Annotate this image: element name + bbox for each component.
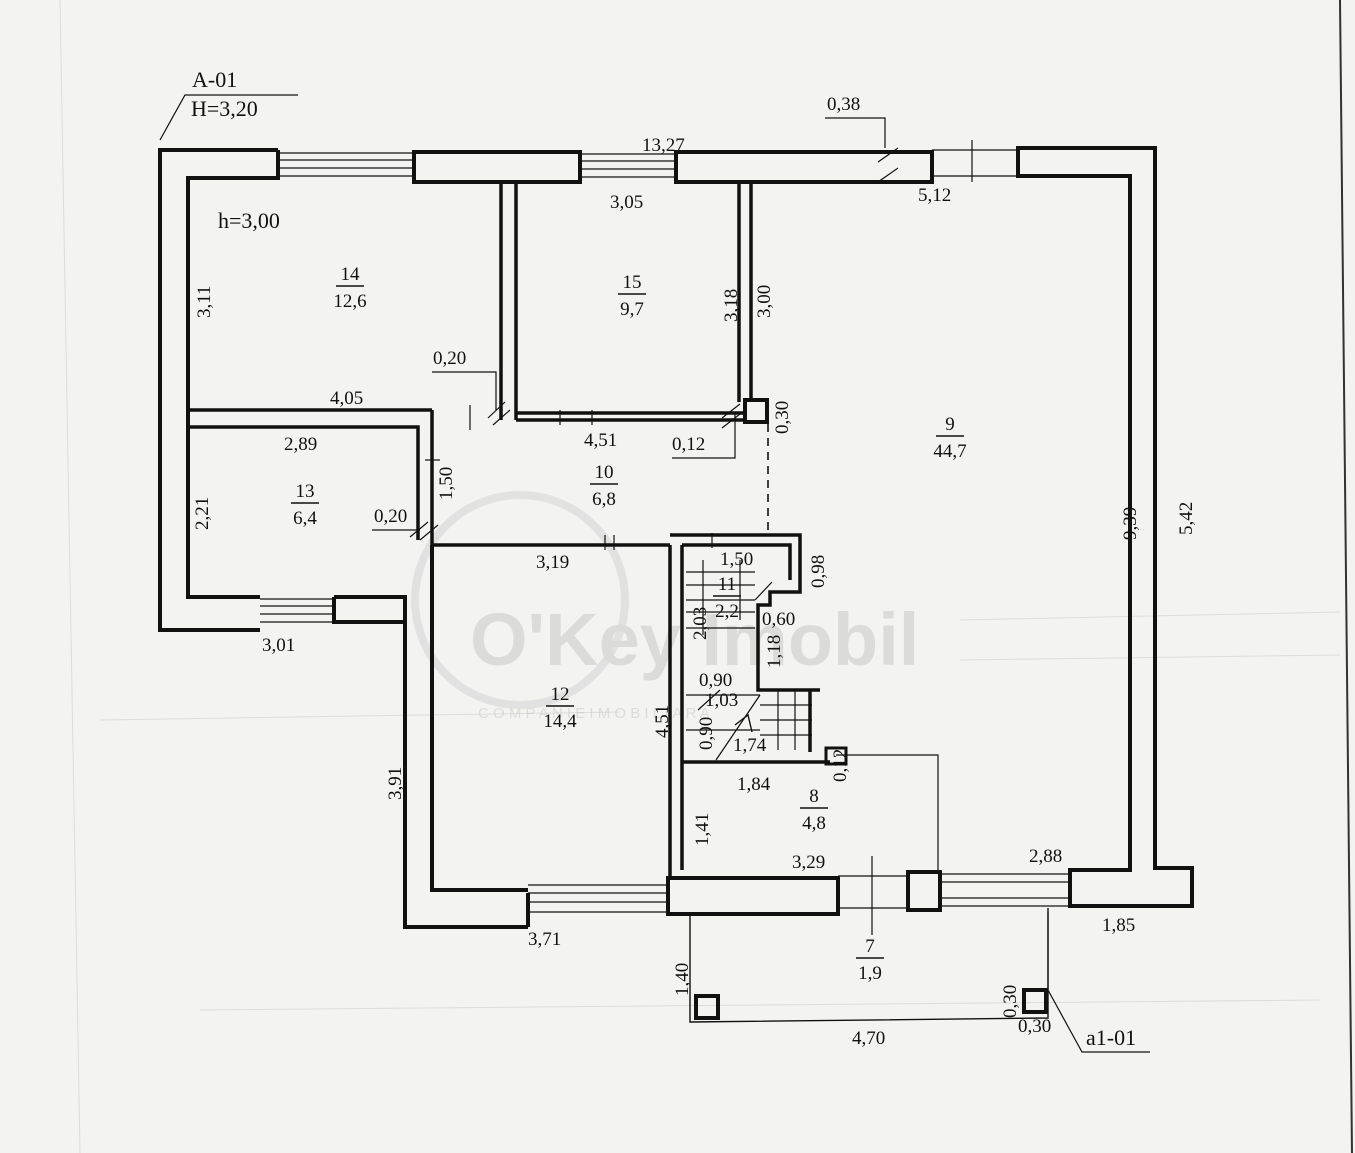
dimension-label: 4,51 [652, 705, 673, 738]
room-13-number: 13 [296, 481, 315, 502]
dimension-label: 1,74 [733, 735, 767, 756]
dimension-label: 1,03 [705, 690, 738, 711]
dimension-label: 2,88 [1029, 846, 1062, 867]
dimension-label: 3,29 [792, 852, 825, 873]
porch-tag-label: a1-01 [1086, 1025, 1136, 1050]
room-14-area: 12,6 [333, 291, 366, 312]
dimension-label: 2,89 [284, 434, 317, 455]
room-8-label: 84,8 [800, 786, 828, 834]
room-11-area: 2,2 [715, 601, 739, 622]
interior-walls [188, 182, 848, 878]
dimension-label: 0,12 [672, 434, 705, 455]
room-height-label: h=3,00 [218, 208, 280, 233]
dimension-label: 4,70 [852, 1028, 885, 1049]
room-10-label: 106,8 [590, 462, 618, 510]
room-7-number: 7 [865, 936, 875, 957]
dimension-label: 1,50 [436, 467, 457, 500]
dashed-lines [767, 424, 939, 870]
room-12-area: 14,4 [543, 711, 577, 732]
dimension-label: 1,18 [764, 635, 785, 668]
room-10-number: 10 [595, 462, 614, 483]
dimension-label: 3,01 [262, 635, 295, 656]
dimension-label: 0,30 [772, 401, 793, 434]
dimension-label: 3,71 [528, 929, 561, 950]
dimension-label: 0,38 [827, 94, 860, 115]
room-11-label: 112,2 [713, 574, 741, 622]
room-8-number: 8 [809, 786, 819, 807]
block-height-label: H=3,20 [191, 96, 258, 121]
room-10-area: 6,8 [592, 489, 616, 510]
dimension-label: 2,03 [690, 607, 711, 640]
paper-guides [59, 0, 1353, 1153]
dimension-label: 1,50 [720, 549, 753, 570]
dimension-lines [159, 94, 1150, 1053]
room-7-label: 71,9 [856, 936, 884, 984]
dimension-label: 0,12 [830, 749, 851, 782]
staircase [686, 560, 812, 761]
outer-walls [158, 146, 1194, 929]
block-label: A-01 [192, 67, 237, 92]
room-14-label: 14 12,6 [333, 264, 366, 312]
room-15-area: 9,7 [620, 299, 644, 320]
dimension-label: 5,42 [1176, 502, 1197, 535]
dimension-label: 3,11 [194, 285, 215, 318]
dimension-label: 0,90 [696, 717, 717, 750]
dimension-label: 3,05 [610, 192, 643, 213]
room-9-label: 944,7 [933, 414, 966, 462]
dimension-label: 4,05 [330, 388, 363, 409]
watermark: O'Key Imobil C O M P A N I E I M O B I L… [411, 491, 919, 722]
dimension-label: 0,30 [1000, 985, 1021, 1018]
room-15-number: 15 [623, 272, 642, 293]
dimension-label: 0,60 [762, 609, 795, 630]
room-9-area: 44,7 [933, 441, 966, 462]
dimension-label: 5,12 [918, 185, 951, 206]
dimension-labels: 13,27 3,05 5,12 0,38 3,11 3,18 3,00 0,20 4,05 0,3… [192, 94, 1197, 1049]
room-13-area: 6,4 [293, 508, 317, 529]
room-11-number: 11 [718, 574, 736, 595]
plan-labels: A-01 H=3,20 h=3,00 a1-01 [191, 67, 1136, 1050]
dimension-label: 0,98 [808, 555, 829, 588]
room-12-number: 12 [551, 684, 570, 705]
dimension-label: 1,84 [737, 774, 771, 795]
windows [260, 149, 1070, 913]
room-14-number: 14 [341, 264, 361, 285]
dimension-label: 0,20 [433, 348, 466, 369]
dimension-label: 13,27 [642, 135, 685, 156]
watermark-company: C O M P A N I E I M O B I L I A R A [478, 705, 710, 722]
room-15-label: 159,7 [618, 272, 646, 320]
room-13-label: 136,4 [291, 481, 319, 529]
dimension-label: 0,30 [1018, 1016, 1051, 1037]
dimension-label: 3,19 [536, 552, 569, 573]
room-12-label: 12 14,4 [543, 684, 577, 732]
room-9-number: 9 [945, 414, 955, 435]
dimension-label: 3,00 [754, 285, 775, 318]
dimension-label: 1,40 [672, 963, 693, 996]
dimension-label: 9,39 [1120, 507, 1141, 540]
dimension-label: 0,90 [699, 670, 732, 691]
dimension-label: 3,91 [385, 767, 406, 800]
dimension-label: 3,18 [721, 289, 742, 322]
room-labels: 1412,6159,7944,7106,8136,4112,21214,484,… [291, 264, 967, 984]
room-7-area: 1,9 [858, 963, 882, 984]
dimension-label: 4,51 [584, 430, 617, 451]
dimension-label: 0,20 [374, 506, 407, 527]
dimension-label: 1,41 [692, 813, 713, 846]
dimension-label: 2,21 [192, 497, 213, 530]
dimension-label: 1,85 [1102, 915, 1135, 936]
room-8-area: 4,8 [802, 813, 826, 834]
